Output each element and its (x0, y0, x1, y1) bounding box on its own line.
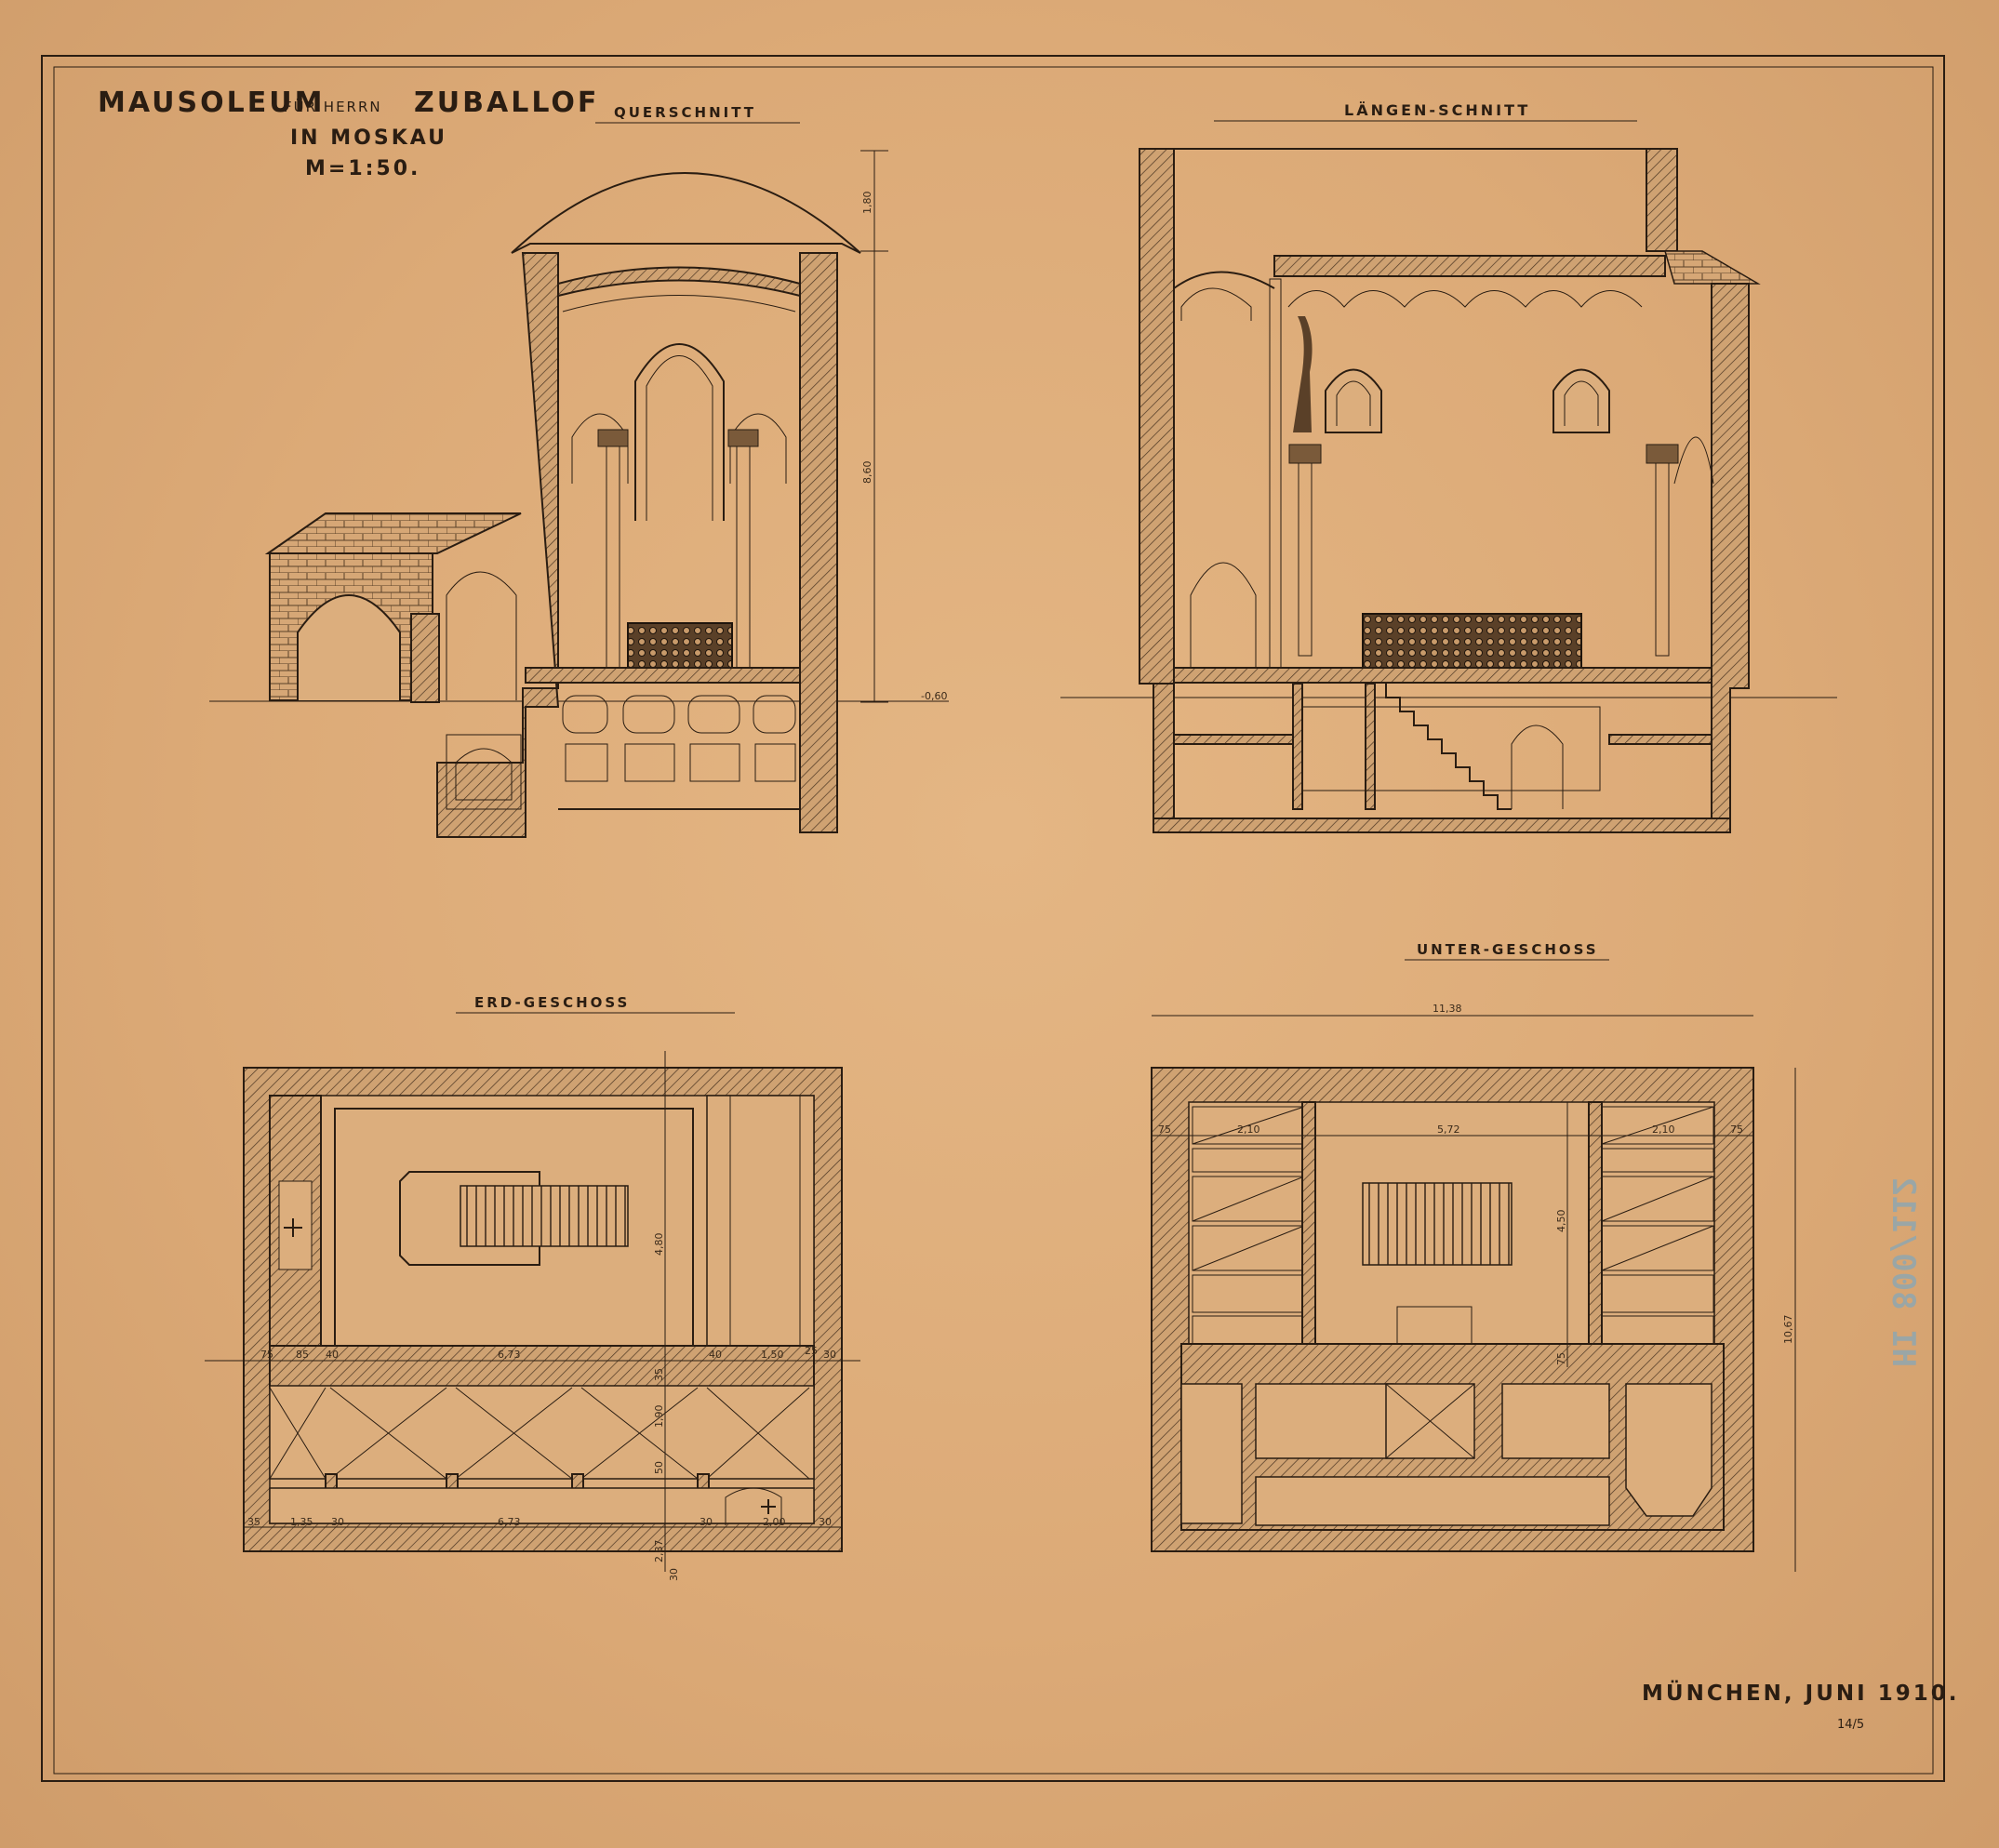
dim-g7: 25 (805, 1345, 818, 1357)
dim-g6: 1,50 (761, 1349, 784, 1361)
dim-l-c: 5,72 (1437, 1123, 1460, 1136)
dim-l-g: 75 (1555, 1352, 1567, 1365)
dim-l-depth: 10,67 (1782, 1315, 1794, 1345)
ground-floor-plan: 75 85 40 6,73 40 1,50 25 30 4,80 35 1,90… (205, 1051, 860, 1581)
title-scale: M=1:50. (305, 157, 420, 180)
dim-l-e: 75 (1730, 1123, 1743, 1136)
dim-g21: 30 (668, 1568, 680, 1581)
sheet-frame-outer (41, 55, 1945, 1782)
title-block: MAUSOLEUM FÜR HERRN ZUBALLOF IN MOSKAU M… (98, 86, 599, 180)
dim-g20: 2,87 (653, 1540, 665, 1563)
dim-g5: 40 (709, 1349, 722, 1361)
dim-g3: 40 (326, 1349, 339, 1361)
cross-section-drawing: 1,80 8,60 -0,60 (209, 150, 949, 838)
lower-floor-plan: 11,38 10,67 (1151, 1003, 1796, 1572)
dim-g16: 6,73 (498, 1516, 521, 1528)
dim-l-d: 2,10 (1652, 1123, 1675, 1136)
label-cross-section: QUERSCHNITT (614, 104, 756, 121)
dim-dome-height: 1,80 (861, 192, 873, 215)
dim-g17: 30 (700, 1516, 713, 1528)
title-location: IN MOSKAU (290, 126, 447, 150)
dim-g10: 35 (653, 1368, 665, 1381)
dim-g18: 2,00 (763, 1516, 786, 1528)
dim-g19: 30 (819, 1516, 832, 1528)
title-client: ZUBALLOF (414, 86, 599, 119)
dim-g12: 50 (653, 1461, 665, 1474)
dim-g11: 1,90 (653, 1405, 665, 1429)
dim-l-width: 11,38 (1433, 1003, 1462, 1015)
dim-g8: 30 (823, 1349, 836, 1361)
place-date: MÜNCHEN, JUNI 1910. (1642, 1680, 1959, 1706)
long-section-drawing (1060, 148, 1837, 833)
archive-stamp: HI 800/112 (1885, 1177, 1922, 1367)
dim-g4: 6,73 (498, 1349, 521, 1361)
dim-g2: 85 (296, 1349, 309, 1361)
dim-g9: 4,80 (653, 1233, 665, 1256)
sheet-number: 14/5 (1837, 1718, 1864, 1732)
dim-l-f: 4,50 (1555, 1210, 1567, 1233)
sheet-frame-inner (53, 66, 1934, 1775)
title-mausoleum: MAUSOLEUM (98, 86, 325, 119)
dim-main-height: 8,60 (861, 461, 873, 485)
dim-g14: 1,35 (290, 1516, 313, 1528)
label-ground-floor: ERD-GESCHOSS (474, 994, 630, 1011)
dim-g15: 30 (331, 1516, 344, 1528)
title-fuer-herrn: FÜR HERRN (284, 98, 382, 115)
dim-g1: 75 (260, 1349, 273, 1361)
label-lower-floor: UNTER-GESCHOSS (1417, 941, 1599, 958)
dim-level: -0,60 (921, 690, 947, 702)
dim-l-a: 75 (1158, 1123, 1171, 1136)
dim-g13: 35 (247, 1516, 260, 1528)
dim-l-b: 2,10 (1237, 1123, 1260, 1136)
label-long-section: LÄNGEN-SCHNITT (1344, 101, 1530, 119)
